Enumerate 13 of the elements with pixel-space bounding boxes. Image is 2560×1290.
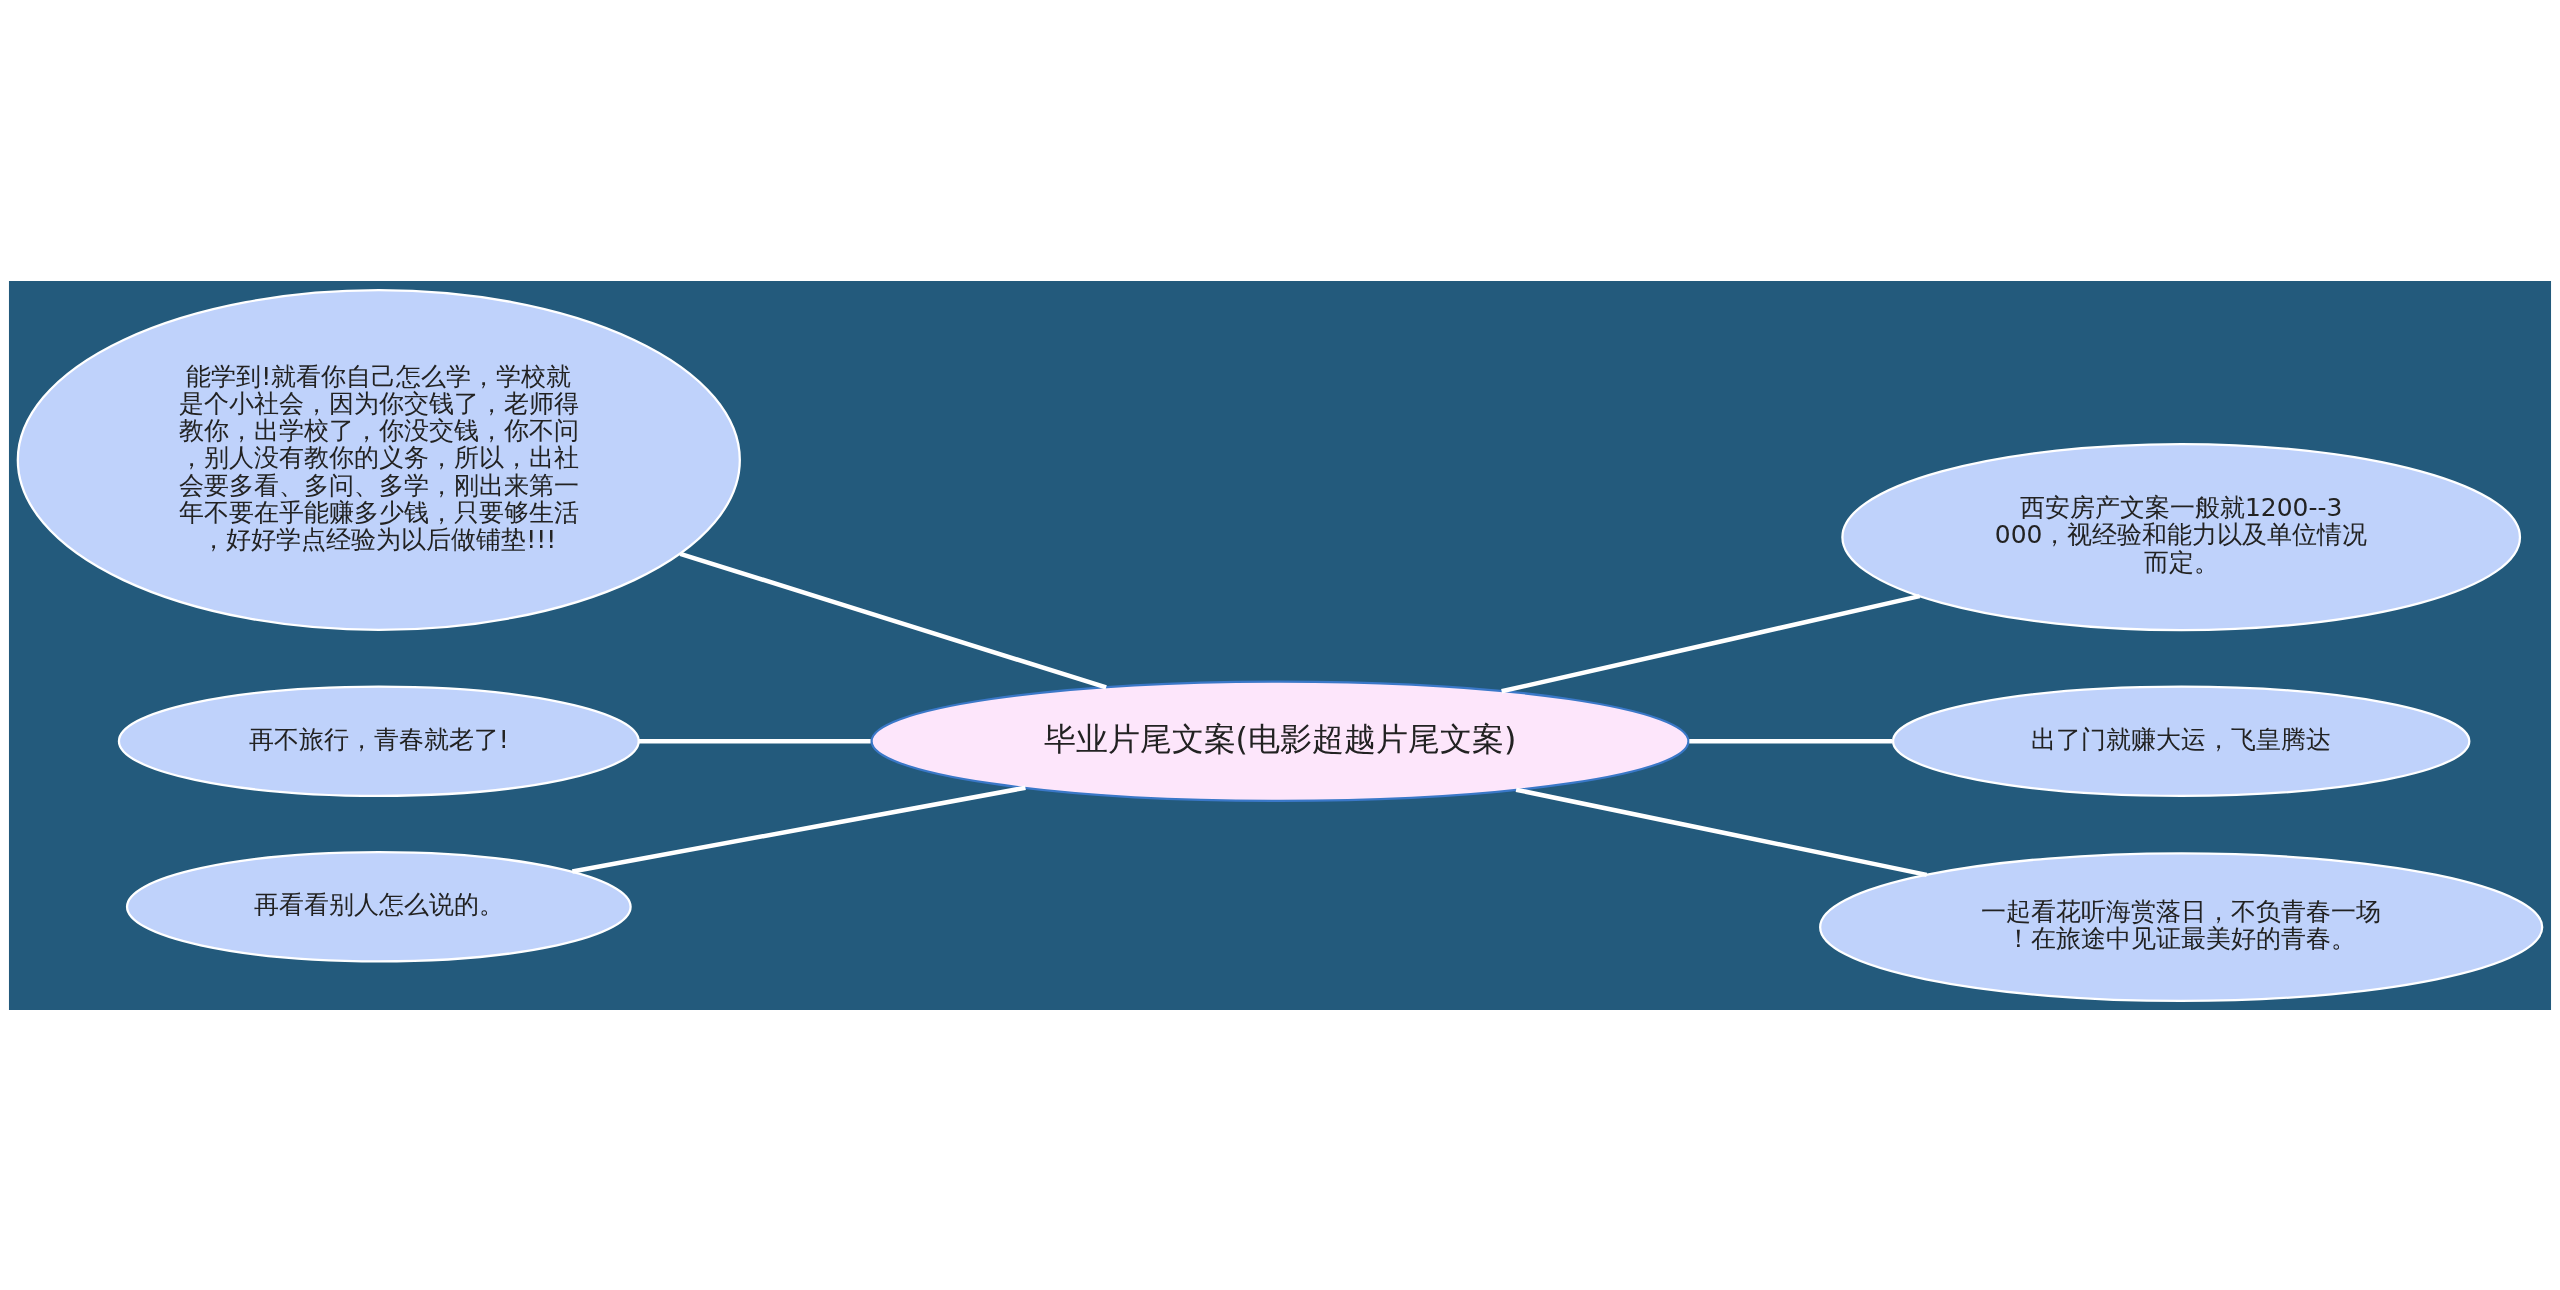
node-ellipse: 再看看别人怎么说的。 [125, 850, 632, 962]
node-ellipse: 再不旅行，青春就老了! [117, 684, 640, 797]
connector [1515, 787, 1928, 877]
connector [1689, 738, 1893, 743]
node-ellipse: 一起看花听海赏落日，不负青春一场！在旅途中见证最美好的青春。 [1819, 851, 2544, 1002]
node-ellipse: 毕业片尾文案(电影超越片尾文案) [870, 679, 1690, 802]
connector [638, 738, 871, 743]
node-ellipse: 能学到!就看你自己怎么学，学校就是个小社会，因为你交钱了，老师得教你，出学校了，你没交钱，你不问，别人没有教你的义务，所以，出社会要多看、多问、多学，刚出来第一年不要在乎能赚多少钱，只要够生活，好好学点经验为以后做铺垫!!! [16, 288, 741, 631]
node-ellipse: 西安房产文案一般就1200--3000，视经验和能力以及单位情况而定。 [1841, 442, 2522, 631]
connector [571, 785, 1026, 874]
connector [679, 551, 1107, 690]
node-ellipse: 出了门就赚大运，飞皇腾达 [1891, 684, 2471, 797]
connector [1501, 593, 1921, 694]
